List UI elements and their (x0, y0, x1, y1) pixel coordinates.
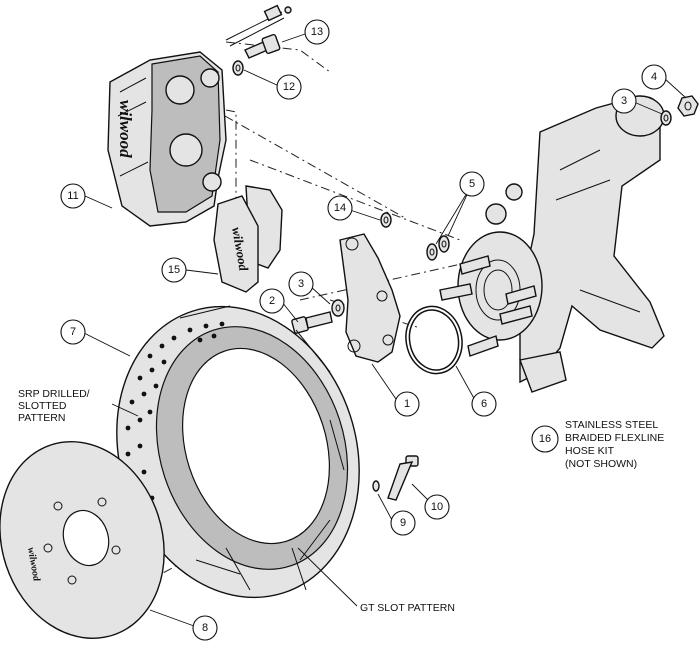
bolt-10 (387, 455, 419, 501)
kit-label-line-4: (NOT SHOWN) (565, 458, 637, 470)
nut-4 (677, 95, 699, 117)
svg-text:12: 12 (283, 81, 295, 93)
washer-3-lower (331, 299, 345, 317)
rotor-hat-8: wilwood (0, 441, 165, 639)
callout-2: 2 (259, 288, 285, 314)
svg-text:10: 10 (431, 501, 443, 513)
svg-text:13: 13 (311, 26, 323, 38)
leader-lines (81, 33, 687, 627)
callout-7: 7 (60, 319, 86, 345)
caliper-11: wilwood (107, 51, 227, 227)
kit-label-line-3: HOSE KIT (565, 445, 615, 457)
o-ring-6 (405, 305, 463, 375)
svg-text:11: 11 (67, 190, 78, 202)
svg-text:7: 7 (70, 326, 76, 338)
callout-13: 13 (304, 19, 330, 45)
svg-text:3: 3 (621, 95, 627, 107)
kit-label-line-2: BRAIDED FLEXLINE (565, 432, 664, 444)
washer-12 (232, 60, 244, 76)
caliper-logo: wilwood (116, 100, 135, 158)
callout-5: 5 (459, 171, 485, 197)
callout-3-lower: 3 (288, 271, 314, 297)
callout-1: 1 (394, 391, 420, 417)
svg-text:2: 2 (269, 295, 275, 307)
svg-text:4: 4 (651, 71, 657, 83)
callout-15: 15 (161, 257, 187, 283)
bracket-bolt-2 (291, 311, 333, 334)
callout-10: 10 (424, 494, 450, 520)
gt-slot-label: GT SLOT PATTERN (360, 602, 455, 614)
callout-12: 12 (276, 74, 302, 100)
svg-text:5: 5 (469, 178, 475, 190)
caliper-bolt (225, 4, 292, 47)
svg-text:16: 16 (539, 433, 551, 445)
callout-6: 6 (471, 391, 497, 417)
caliper-guide-line (225, 109, 237, 200)
callout-16: 16 (531, 425, 559, 453)
callout-3-upper: 3 (611, 88, 637, 114)
svg-text:15: 15 (168, 264, 180, 276)
spindle-knuckle (439, 95, 665, 393)
washer-14 (380, 212, 392, 228)
callout-9: 9 (390, 510, 416, 536)
washer-3-upper (660, 110, 672, 126)
kit-label-line-1: STAINLESS STEEL (565, 419, 658, 431)
callout-4: 4 (641, 64, 667, 90)
callout-14: 14 (327, 195, 353, 221)
srp-pattern-label: SRP DRILLED/ SLOTTED PATTERN (18, 388, 90, 424)
srp-label-line-2: SLOTTED (18, 400, 67, 412)
callout-8: 8 (192, 615, 218, 641)
svg-text:6: 6 (481, 398, 487, 410)
svg-text:9: 9 (400, 517, 406, 529)
caliper-bracket-1 (339, 233, 401, 363)
svg-text:3: 3 (298, 278, 304, 290)
brake-pads-15: wilwood (213, 185, 283, 293)
rotor-7 (116, 305, 360, 599)
mounting-bolt-13 (244, 33, 281, 59)
washer-9 (372, 480, 380, 492)
callout-11: 11 (60, 183, 86, 209)
svg-text:14: 14 (334, 202, 346, 214)
svg-text:1: 1 (404, 398, 410, 410)
hose-kit-label: STAINLESS STEEL BRAIDED FLEXLINE HOSE KI… (565, 419, 664, 470)
srp-label-line-1: SRP DRILLED/ (18, 388, 90, 400)
svg-text:8: 8 (202, 622, 208, 634)
srp-label-line-3: PATTERN (18, 412, 65, 424)
washers-5 (426, 235, 450, 261)
